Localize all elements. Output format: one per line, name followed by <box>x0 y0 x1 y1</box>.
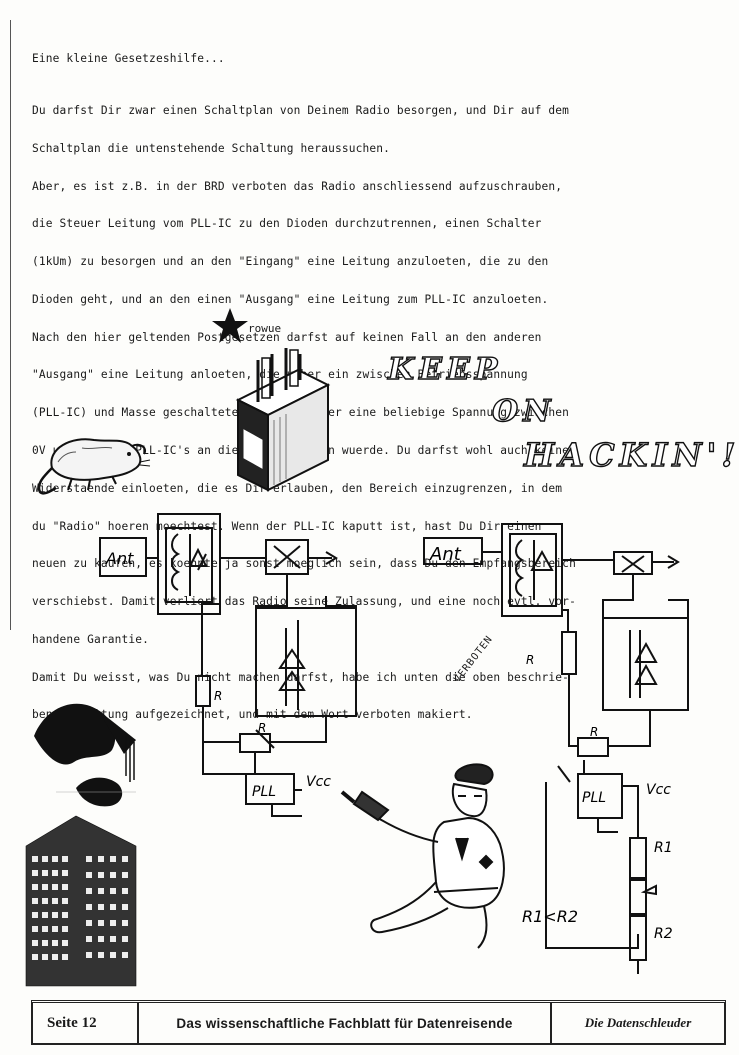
chip-illustration <box>235 348 331 492</box>
paragraph-line: (1kUm) zu besorgen und an den "Eingang" … <box>32 255 549 269</box>
paragraph-line: du "Radio" hoeren moechtest. Wenn der PL… <box>32 519 542 533</box>
paragraph-line: Schaltplan die untenstehende Schaltung h… <box>32 141 391 155</box>
pll-label-right: PLL <box>582 790 606 806</box>
paragraph-line: Du darfst Dir zwar einen Schaltplan von … <box>32 103 570 117</box>
r2-label: R2 <box>654 926 673 942</box>
paragraph-line: Aber, es ist z.B. in der BRD verboten da… <box>32 179 563 193</box>
star-caption: rowue <box>248 322 282 335</box>
slogan-hackin: HACKIN'! <box>523 435 739 474</box>
ant-label-right: Ant <box>429 544 462 565</box>
paragraph-line: die Steuer Leitung vom PLL-IC zu den Dio… <box>32 217 542 231</box>
resistor-label: R <box>214 689 222 703</box>
footer-tagline: Das wissenschaftliche Fachblatt für Date… <box>176 1015 513 1031</box>
slogan-on: ON <box>491 393 556 429</box>
right-circuit-diagram: Ant R R PLL Vcc R1 R2 R1<R2 <box>423 523 689 974</box>
pll-label: PLL <box>252 784 276 800</box>
left-circuit-diagram: Ant R R PLL Vcc <box>99 513 357 817</box>
page-number: Seite 12 <box>33 1003 139 1043</box>
page-footer: Seite 12 Das wissenschaftliche Fachblatt… <box>31 1000 726 1045</box>
paragraph-line: "Ausgang" eine Leitung anloeten, die ueb… <box>32 368 528 382</box>
vcc-label: Vcc <box>306 774 331 790</box>
paragraph-line: handene Garantie. <box>32 632 150 646</box>
pot-label: R <box>258 721 266 735</box>
ant-label: Ant <box>105 549 134 568</box>
margin-line <box>10 20 11 630</box>
pot-label-right: R <box>590 725 598 739</box>
article-heading: Eine kleine Gesetzeshilfe... <box>32 52 225 66</box>
paragraph-line: bene Schaltung aufgezeichnet, und mit de… <box>32 708 473 722</box>
masthead-logo-text: Die Datenschleuder <box>584 1015 692 1030</box>
city-collage <box>25 703 137 987</box>
policeman-illustration <box>340 763 505 949</box>
resistor-label-right: R <box>526 653 534 667</box>
paragraph-line: Dioden geht, und an den einen "Ausgang" … <box>32 292 549 306</box>
slogan-keep: KEEP <box>387 351 503 387</box>
inequality-label: R1<R2 <box>522 907 578 926</box>
r1-label: R1 <box>654 840 673 856</box>
star-signature: rowue <box>210 306 330 346</box>
rat-illustration <box>37 438 151 495</box>
masthead-logo: Die Datenschleuder <box>550 1003 724 1043</box>
paragraph-line: Nach den hier geltenden Postgesetzen dar… <box>32 330 542 344</box>
star-icon <box>212 308 248 343</box>
paragraph-line: Widerstaende einloeten, die es Dir erlau… <box>32 481 563 495</box>
vcc-label-right: Vcc <box>646 782 671 798</box>
